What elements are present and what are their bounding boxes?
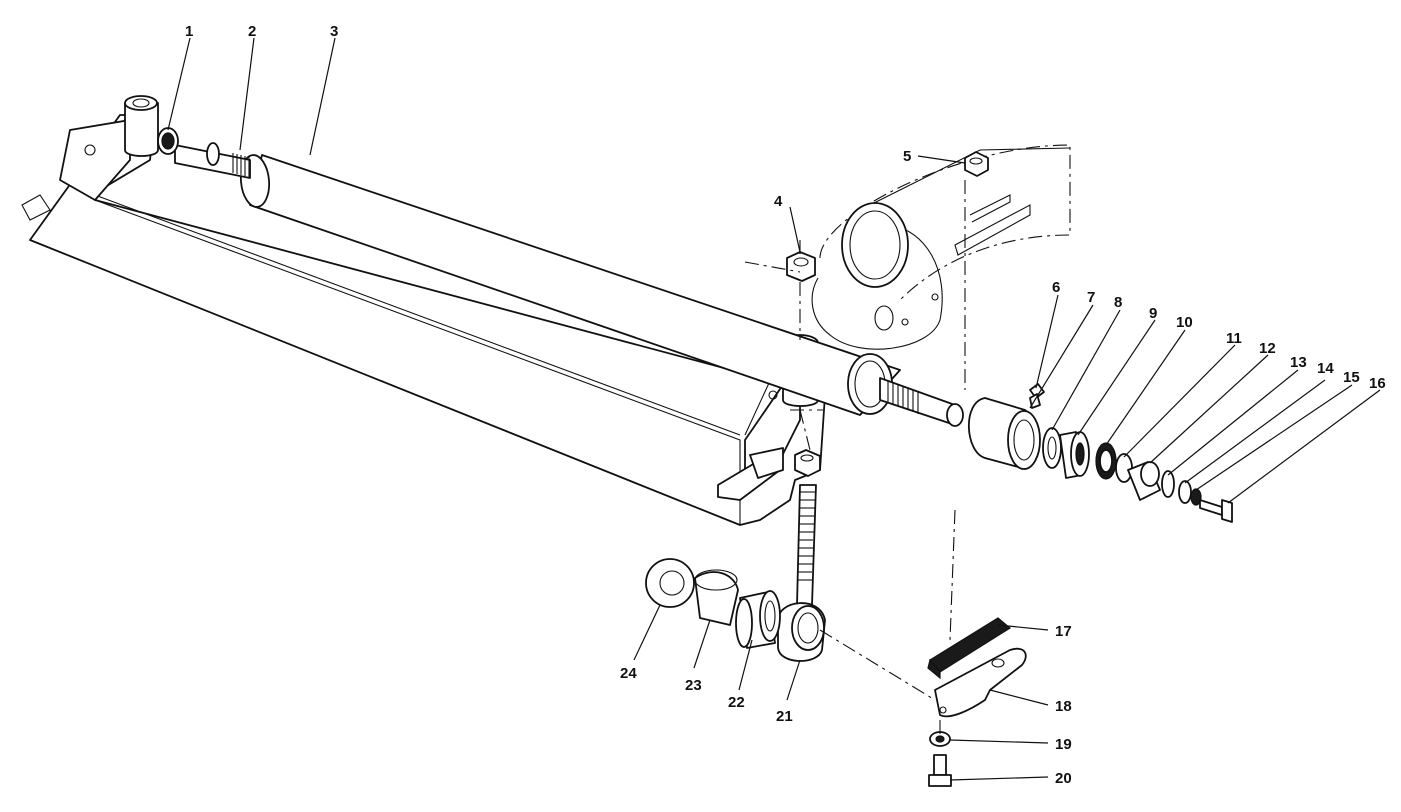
callout-22: 22 bbox=[728, 694, 745, 711]
bushing-22 bbox=[735, 590, 781, 649]
callout-3: 3 bbox=[330, 23, 338, 40]
callout-11: 11 bbox=[1226, 330, 1242, 347]
adjusting-rod bbox=[777, 449, 826, 662]
callout-13: 13 bbox=[1290, 354, 1307, 371]
callout-15: 15 bbox=[1343, 369, 1360, 386]
callout-10: 10 bbox=[1176, 314, 1193, 331]
callout-12: 12 bbox=[1259, 340, 1276, 357]
right-hardware-stack bbox=[967, 383, 1233, 523]
callout-7: 7 bbox=[1087, 289, 1095, 306]
washer-24 bbox=[645, 558, 695, 608]
left-shaft bbox=[157, 127, 251, 179]
left-pivot-block bbox=[124, 95, 159, 157]
housing-frame bbox=[811, 144, 1071, 350]
nut-4 bbox=[786, 251, 816, 282]
callout-16: 16 bbox=[1369, 375, 1386, 392]
leader-lines bbox=[167, 37, 1381, 781]
washer-19 bbox=[929, 731, 951, 747]
callout-14: 14 bbox=[1317, 360, 1334, 377]
bolt-20 bbox=[928, 754, 952, 787]
right-shaft bbox=[879, 377, 964, 427]
callout-20: 20 bbox=[1055, 770, 1072, 787]
callout-5: 5 bbox=[903, 148, 911, 165]
centerlines bbox=[744, 180, 966, 735]
callout-4: 4 bbox=[774, 193, 783, 210]
spacer-23 bbox=[694, 569, 739, 626]
nut-5 bbox=[964, 151, 989, 177]
callout-17: 17 bbox=[1055, 623, 1072, 640]
callout-9: 9 bbox=[1149, 305, 1157, 322]
callout-1: 1 bbox=[185, 23, 193, 40]
rod-threads bbox=[797, 491, 815, 581]
callout-8: 8 bbox=[1114, 294, 1122, 311]
callout-6: 6 bbox=[1052, 279, 1060, 296]
callout-2: 2 bbox=[248, 23, 256, 40]
threads-left bbox=[232, 153, 250, 177]
callout-19: 19 bbox=[1055, 736, 1072, 753]
callout-labels: 1 2 3 4 5 6 7 8 9 10 11 12 13 14 15 16 1… bbox=[185, 23, 1386, 787]
callout-23: 23 bbox=[685, 677, 702, 694]
brush-17 bbox=[927, 617, 1012, 680]
callout-21: 21 bbox=[776, 708, 793, 725]
callout-24: 24 bbox=[620, 665, 637, 682]
callout-18: 18 bbox=[1055, 698, 1072, 715]
threads-right bbox=[887, 380, 919, 414]
